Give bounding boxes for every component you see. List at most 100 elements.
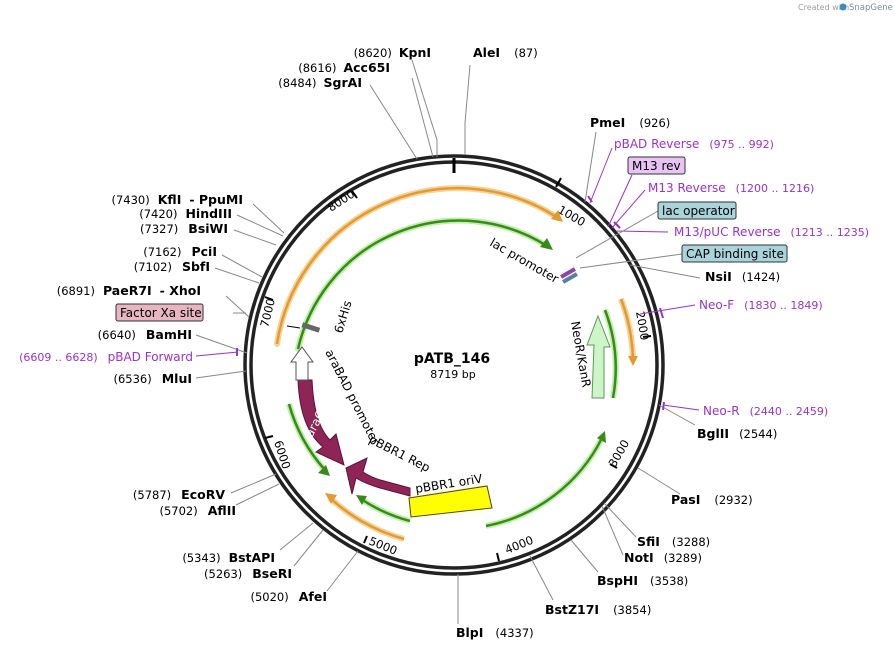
primer-pbad-reverse-name: pBAD Reverse — [614, 137, 699, 151]
site-bstapi-pos: (5343) — [182, 551, 220, 565]
tick-8000 — [351, 190, 358, 199]
m13-rev-label: M13 rev — [632, 159, 681, 173]
6xhis-mark — [301, 322, 321, 333]
lac-promoter-label: lac promoter — [488, 235, 562, 286]
site-bstapi: (5343)BstAPI — [182, 550, 275, 565]
primer-neo-f: Neo-F(1830 .. 1849) — [699, 298, 823, 312]
site-ecorv-pos: (5787) — [133, 488, 171, 502]
site-aflii-name: AflII — [208, 503, 236, 518]
tick-marks — [264, 177, 652, 562]
site-kfli-pos: (7430) — [112, 193, 150, 207]
leader-alei — [464, 64, 471, 155]
green-arc-bottom-left-arrow — [356, 495, 367, 505]
leader-nsii — [629, 264, 701, 279]
site-bamhi-pos: (6640) — [98, 328, 136, 342]
tick-7000 — [264, 296, 274, 301]
site-leaders — [195, 59, 701, 624]
leader-bstz17i — [529, 555, 554, 601]
site-afei: (5020)AfeI — [251, 589, 328, 604]
site-kfli-extra: - PpuMI — [189, 192, 243, 207]
site-paer7i-name: PaeR7I — [103, 283, 152, 298]
arabad-promoter-arrow — [290, 346, 314, 381]
site-bsphi-name: BspHI — [597, 573, 638, 588]
green-arc-top-arrow — [540, 238, 553, 250]
site-sfii: SfiI(3288) — [637, 534, 710, 549]
site-bseri-name: BseRI — [252, 566, 292, 581]
m13-rev-box — [627, 156, 686, 175]
tick-5000 — [363, 535, 368, 544]
arac-arrow — [297, 379, 345, 466]
orange-arc-right-glow — [618, 297, 636, 361]
primer-neo-r: Neo-R(2440 .. 2459) — [703, 404, 828, 418]
site-acc65i-pos: (8616) — [298, 61, 336, 75]
site-bsphi: BspHI (3538) — [597, 573, 688, 588]
green-arc-top — [296, 219, 548, 350]
leader-sfii — [603, 502, 637, 538]
site-nsii: NsiI(1424) — [705, 269, 780, 284]
leader-ecorv — [230, 473, 277, 494]
site-kpni-pos: (8620) — [354, 46, 392, 60]
site-sfii-pos: (3288) — [672, 535, 710, 549]
site-pcii-name: PciI — [191, 244, 217, 259]
credit-prefix: Created with — [798, 3, 849, 12]
leader-m13-rev — [607, 174, 633, 228]
leader-pmei — [584, 131, 597, 203]
site-labels: AleI(87) (8620)KpnI (8616)Acc65I (8484)S… — [57, 45, 780, 640]
site-aflii: (5702)AflII — [160, 503, 237, 518]
box-m13-rev: M13 rev — [627, 156, 686, 175]
primer-labels: pBAD Reverse(975 .. 992) M13 Reverse(120… — [19, 137, 869, 418]
box-factor-xa-site: Factor Xa site — [115, 303, 204, 322]
tick-2000 — [642, 335, 652, 338]
primer-m13-reverse-name: M13 Reverse — [648, 181, 726, 195]
primer-m13-reverse-range: (1200 .. 1216) — [736, 182, 815, 195]
neor-kanr-label: NeoR/KanR — [568, 320, 593, 388]
feature-arcs — [274, 185, 638, 542]
primer-neo-f-name: Neo-F — [699, 298, 734, 312]
site-bsiwi: (7327)BsiWI — [140, 221, 228, 236]
site-sbfi: (7102)SbfI — [134, 259, 210, 274]
leader-pbad-forward — [195, 351, 239, 357]
leader-kpni — [411, 59, 438, 157]
site-ecorv: (5787)EcoRV — [133, 487, 225, 502]
site-bglii-pos: (2544) — [739, 427, 777, 441]
site-sgrai-name: SgrAI — [324, 75, 362, 90]
site-alei-name: AleI — [473, 45, 500, 60]
site-bseri-pos: (5263) — [204, 567, 242, 581]
leader-afei — [326, 550, 359, 592]
leader-bstapi — [279, 522, 314, 551]
tick-label-3000: 3000 — [605, 437, 632, 469]
site-noti-pos: (3289) — [664, 551, 702, 565]
site-noti: NotI(3289) — [624, 550, 702, 565]
factor-xa-site-label: Factor Xa site — [120, 306, 202, 320]
leader-bseri — [293, 529, 324, 567]
leader-sbfi — [214, 267, 260, 284]
site-pasi: PasI(2932) — [671, 492, 753, 507]
green-arc-bottom-glow — [485, 436, 605, 529]
lac-promoter-marks — [560, 267, 578, 284]
neor-kanr-arrow — [586, 314, 611, 399]
tick-label-6000: 6000 — [271, 439, 293, 471]
leader-kfli — [252, 203, 285, 234]
pbbr1-rep-label: pBBR1 Rep — [367, 432, 433, 475]
green-arc-left-arrow — [318, 465, 330, 476]
site-acc65i: (8616)Acc65I — [298, 60, 390, 75]
cap-binding-site-box — [681, 244, 788, 263]
6xhis-leader — [286, 325, 301, 329]
tick-1000 — [555, 177, 562, 188]
tick-label-2000: 2000 — [633, 310, 652, 341]
tick-4000 — [496, 552, 500, 562]
mark-neo-r — [662, 401, 665, 411]
site-paer7i-pos: (6891) — [57, 284, 95, 298]
cap-binding-site-label: CAP binding site — [686, 247, 784, 261]
tick-3000 — [609, 463, 618, 469]
site-pasi-pos: (2932) — [714, 493, 752, 507]
site-bsphi-pos: (3538) — [650, 574, 688, 588]
lac-operator-label: lac operator — [662, 204, 735, 218]
orange-arc-right-arrow — [628, 356, 638, 366]
primer-m13-puc-reverse: M13/pUC Reverse(1213 .. 1235) — [674, 225, 869, 239]
site-bstz17i-pos: (3854) — [613, 603, 651, 617]
mark-pbad-reverse — [587, 195, 593, 203]
leader-pasi — [637, 467, 681, 495]
snapgene-credit: Created with SnapGene — [798, 3, 893, 13]
